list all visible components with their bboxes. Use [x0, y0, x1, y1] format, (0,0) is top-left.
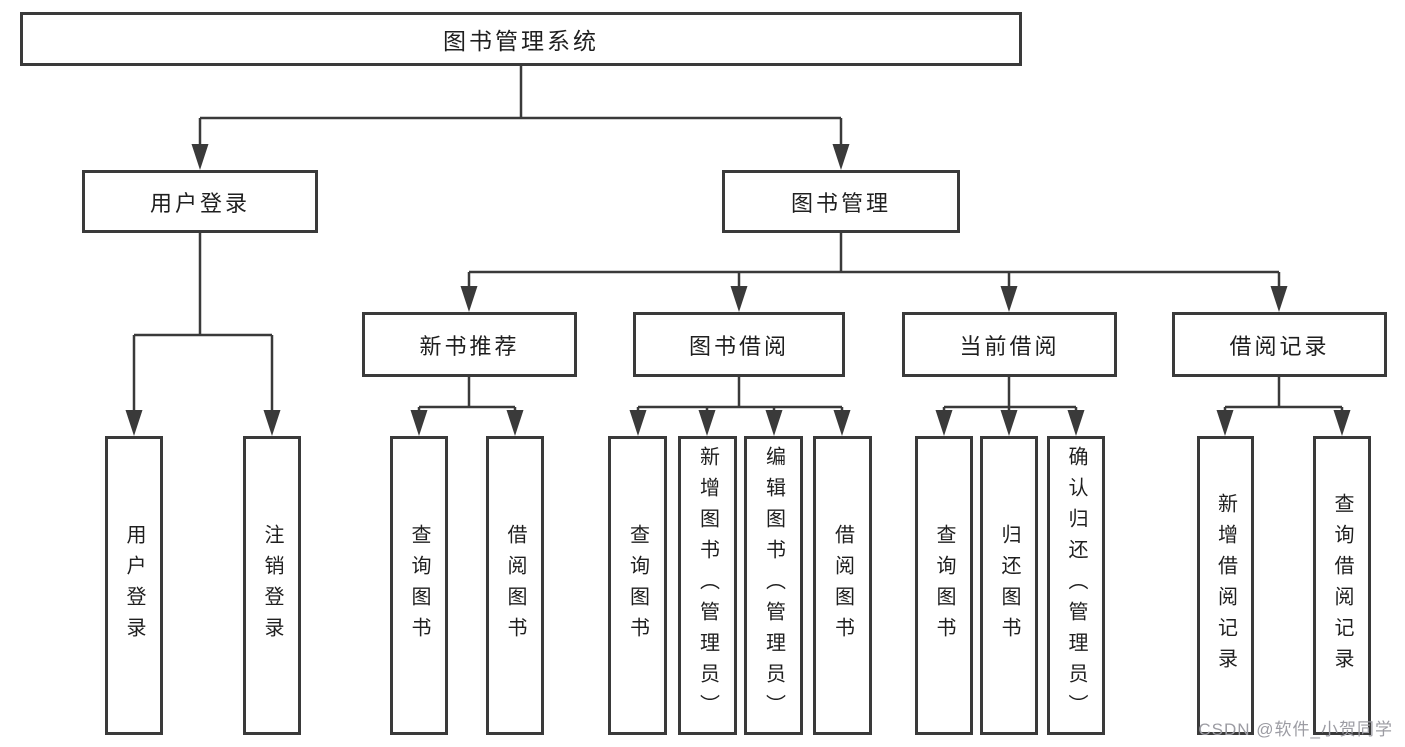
- leaf-query-borrow-record: 查询借阅记录: [1313, 436, 1371, 735]
- leaf-user-login: 用户登录: [105, 436, 163, 735]
- node-label: 确认归还（管理员）: [1065, 446, 1087, 725]
- node-label: 用户登录: [123, 523, 145, 648]
- node-label: 查询图书: [626, 523, 649, 648]
- node-label: 查询借阅记录: [1331, 492, 1353, 679]
- node-label: 当前借阅: [959, 333, 1060, 359]
- node-new-book-recommendation: 新书推荐: [362, 312, 577, 377]
- node-label: 查询图书: [408, 523, 430, 648]
- node-book-management: 图书管理: [722, 170, 960, 233]
- leaf-edit-book-admin: 编辑图书（管理员）: [744, 436, 803, 735]
- node-label: 查询图书: [933, 523, 955, 648]
- leaf-query-books-recommend: 查询图书: [390, 436, 448, 735]
- leaf-logout: 注销登录: [243, 436, 301, 735]
- leaf-borrow-books-recommend: 借阅图书: [486, 436, 544, 735]
- node-label: 新书推荐: [419, 333, 520, 359]
- node-label: 图书管理: [790, 190, 891, 216]
- leaf-add-borrow-record: 新增借阅记录: [1197, 436, 1254, 735]
- leaf-add-book-admin: 新增图书（管理员）: [678, 436, 737, 735]
- leaf-query-books-current: 查询图书: [915, 436, 973, 735]
- leaf-borrow-books: 借阅图书: [813, 436, 872, 735]
- node-label: 新增借阅记录: [1214, 492, 1237, 679]
- node-label: 编辑图书（管理员）: [762, 446, 785, 725]
- node-label: 图书借阅: [688, 333, 789, 359]
- node-label: 新增图书（管理员）: [696, 446, 719, 725]
- leaf-confirm-return-admin: 确认归还（管理员）: [1047, 436, 1105, 735]
- node-root-library-system: 图书管理系统: [20, 12, 1022, 66]
- node-label: 借阅记录: [1229, 333, 1330, 359]
- arrowheads: [125, 144, 1351, 436]
- leaf-query-books-borrowing: 查询图书: [608, 436, 667, 735]
- node-label: 归还图书: [998, 523, 1020, 648]
- node-label: 借阅图书: [504, 523, 526, 648]
- node-book-borrowing: 图书借阅: [633, 312, 845, 377]
- leaf-return-book: 归还图书: [980, 436, 1038, 735]
- node-label: 图书管理系统: [443, 28, 599, 54]
- node-borrowing-records: 借阅记录: [1172, 312, 1387, 377]
- node-label: 用户登录: [149, 190, 250, 216]
- connector-lines: [132, 66, 1344, 412]
- node-label: 注销登录: [261, 523, 283, 648]
- node-label: 借阅图书: [831, 523, 854, 648]
- node-current-borrowing: 当前借阅: [902, 312, 1117, 377]
- node-user-login: 用户登录: [82, 170, 318, 233]
